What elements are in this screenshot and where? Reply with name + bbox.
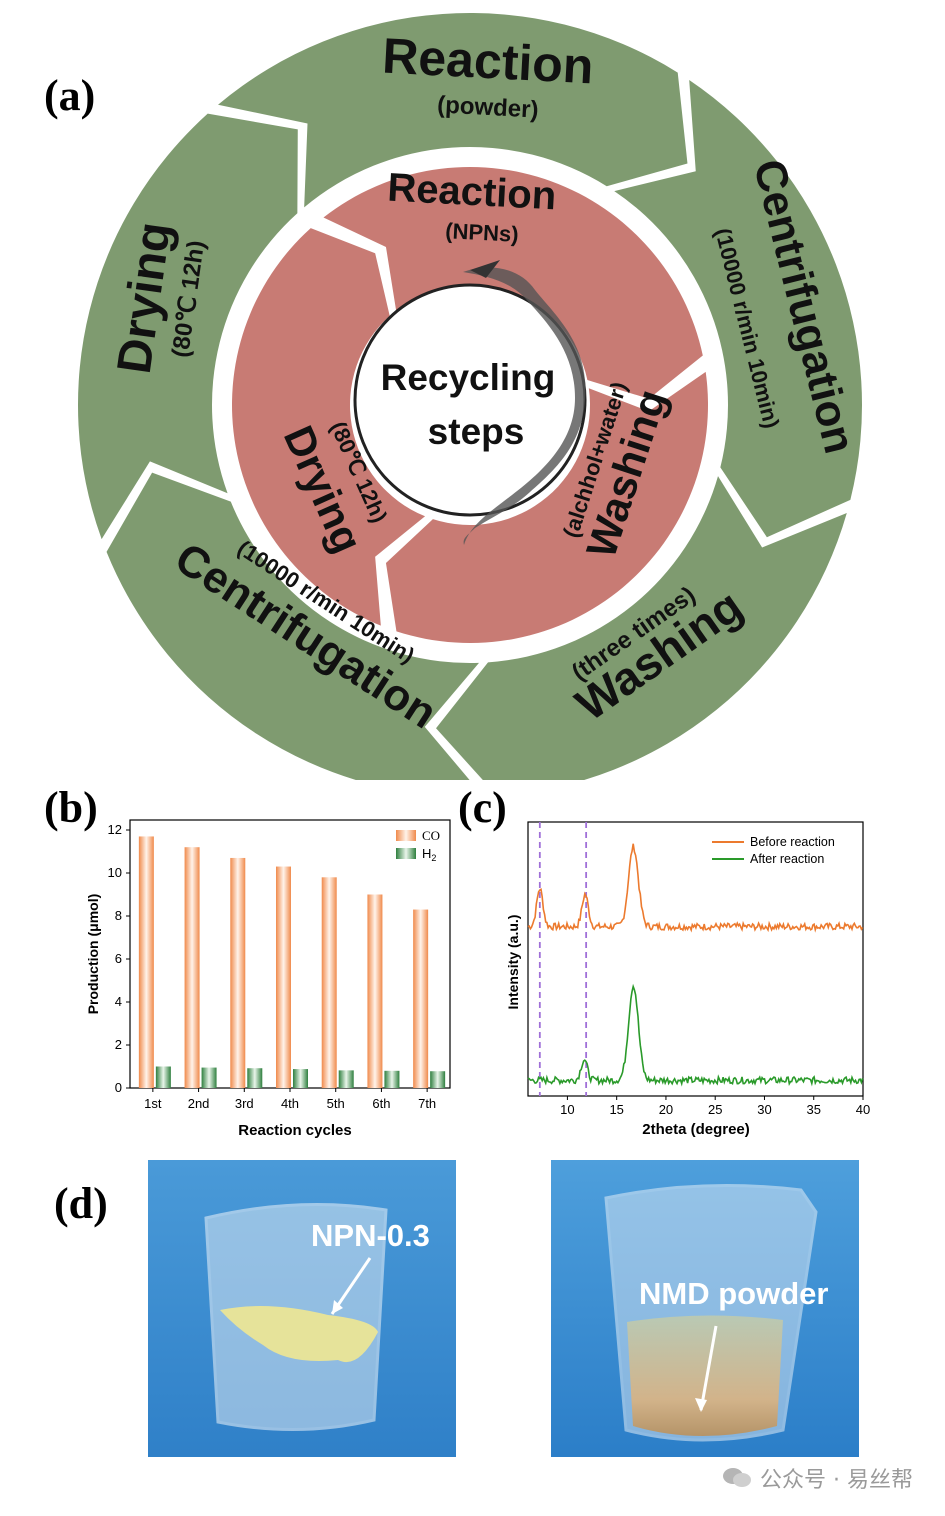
arrow-icon	[332, 1300, 343, 1314]
inner-reaction-title: Reaction	[386, 166, 557, 219]
inner-arrow-2	[385, 371, 708, 644]
y-tick-label: 2	[115, 1037, 122, 1052]
y-axis-label: Intensity (a.u.)	[505, 915, 521, 1010]
y-tick-label: 4	[115, 994, 122, 1009]
watermark-text: 公众号 · 易丝帮	[760, 1468, 913, 1493]
x-axis-label: 2theta (degree)	[642, 1121, 750, 1138]
y-tick-label: 0	[115, 1080, 122, 1095]
x-axis-label: Reaction cycles	[238, 1122, 351, 1139]
bar-h2-7th	[430, 1071, 446, 1088]
x-tick-label: 3rd	[235, 1096, 254, 1111]
x-tick-label: 40	[856, 1102, 870, 1117]
y-tick-label: 6	[115, 951, 122, 966]
photo-nmd-beaker: NMD powder	[551, 1160, 859, 1457]
bar-h2-4th	[293, 1069, 308, 1088]
outer-arrow-5	[78, 113, 298, 540]
x-tick-label: 1st	[144, 1096, 162, 1111]
bar-co-7th	[413, 909, 429, 1088]
y-tick-label: 8	[115, 908, 122, 923]
inner-reaction-sub: (NPNs)	[445, 218, 520, 247]
arrow-line	[699, 1325, 718, 1411]
legend-co-label: CO	[422, 828, 440, 843]
x-tick-label: 25	[708, 1102, 722, 1117]
photo-npn-beaker: NPN-0.3	[148, 1160, 456, 1457]
inner-arrow-3	[232, 228, 426, 626]
legend-before-label: Before reaction	[750, 835, 835, 849]
x-tick-label: 30	[757, 1102, 771, 1117]
center-title-line1: Recycling	[381, 357, 556, 398]
npn-film	[220, 1306, 378, 1363]
x-tick-label: 15	[609, 1102, 623, 1117]
photo-label-npn: NPN-0.3	[311, 1218, 430, 1253]
panel-label-c: (c)	[458, 783, 507, 832]
production-bar-chart: 0 2 4 6 8 10 12 1st 2nd 3rd 4th 5th 6th 7th CO H2 Re…	[85, 819, 451, 1139]
x-tick-label: 5th	[327, 1096, 345, 1111]
xrd-line-before	[527, 843, 864, 933]
plot-frame	[527, 821, 864, 1097]
outer-arrow-3	[436, 476, 847, 780]
center-title-line2: steps	[428, 411, 525, 452]
bar-co-3rd	[230, 857, 246, 1088]
ink-dragon-icon	[463, 267, 586, 545]
x-tick-label: 35	[807, 1102, 821, 1117]
wechat-icon	[723, 1468, 752, 1487]
x-tick-label: 10	[560, 1102, 574, 1117]
bar-h2-3rd	[247, 1068, 263, 1088]
y-axis-label: Production (μmol)	[85, 894, 101, 1015]
bar-co-4th	[276, 866, 291, 1088]
photo-label-nmd: NMD powder	[639, 1276, 829, 1311]
legend-after-label: After reaction	[750, 852, 824, 866]
outer-reaction-title: Reaction	[381, 28, 595, 95]
bar-co-5th	[321, 877, 337, 1088]
bar-co-1st	[138, 836, 154, 1088]
watermark: 公众号 · 易丝帮	[722, 1462, 913, 1494]
outer-arrow-4	[106, 472, 480, 780]
arrow-icon	[695, 1398, 707, 1412]
bar-h2-1st	[155, 1066, 171, 1088]
outer-arrow-1	[218, 12, 688, 208]
nmd-suspension	[627, 1315, 783, 1436]
outer-ring	[78, 12, 862, 780]
xrd-line-after	[527, 983, 864, 1087]
x-tick-label: 2nd	[188, 1096, 210, 1111]
y-tick-label: 12	[108, 822, 122, 837]
panel-label-a: (a)	[44, 71, 96, 120]
bar-h2-5th	[338, 1070, 354, 1088]
bar-co-6th	[367, 894, 383, 1088]
bar-h2-6th	[384, 1070, 400, 1088]
xrd-line-chart: 10 15 20 25 30 35 40 Before reaction After rea…	[505, 821, 870, 1138]
bar-h2-2nd	[201, 1067, 217, 1088]
bar-co-2nd	[184, 847, 200, 1088]
x-tick-label: 6th	[372, 1096, 390, 1111]
dragon-head-icon	[470, 260, 500, 278]
x-tick-label: 7th	[418, 1096, 436, 1111]
legend-h2-swatch	[396, 848, 416, 859]
legend-h2-label: H2	[422, 846, 436, 863]
x-tick-label: 4th	[281, 1096, 299, 1111]
panel-label-d: (d)	[54, 1179, 108, 1228]
x-tick-label: 20	[659, 1102, 673, 1117]
panel-label-b: (b)	[44, 783, 98, 832]
outer-reaction-sub: (powder)	[437, 91, 540, 123]
y-tick-label: 10	[108, 865, 122, 880]
legend-co-swatch	[396, 830, 416, 841]
recycling-cycle-diagram: Recycling steps Reaction (powder) Centri…	[78, 12, 864, 780]
outer-arrow-2	[614, 80, 862, 538]
